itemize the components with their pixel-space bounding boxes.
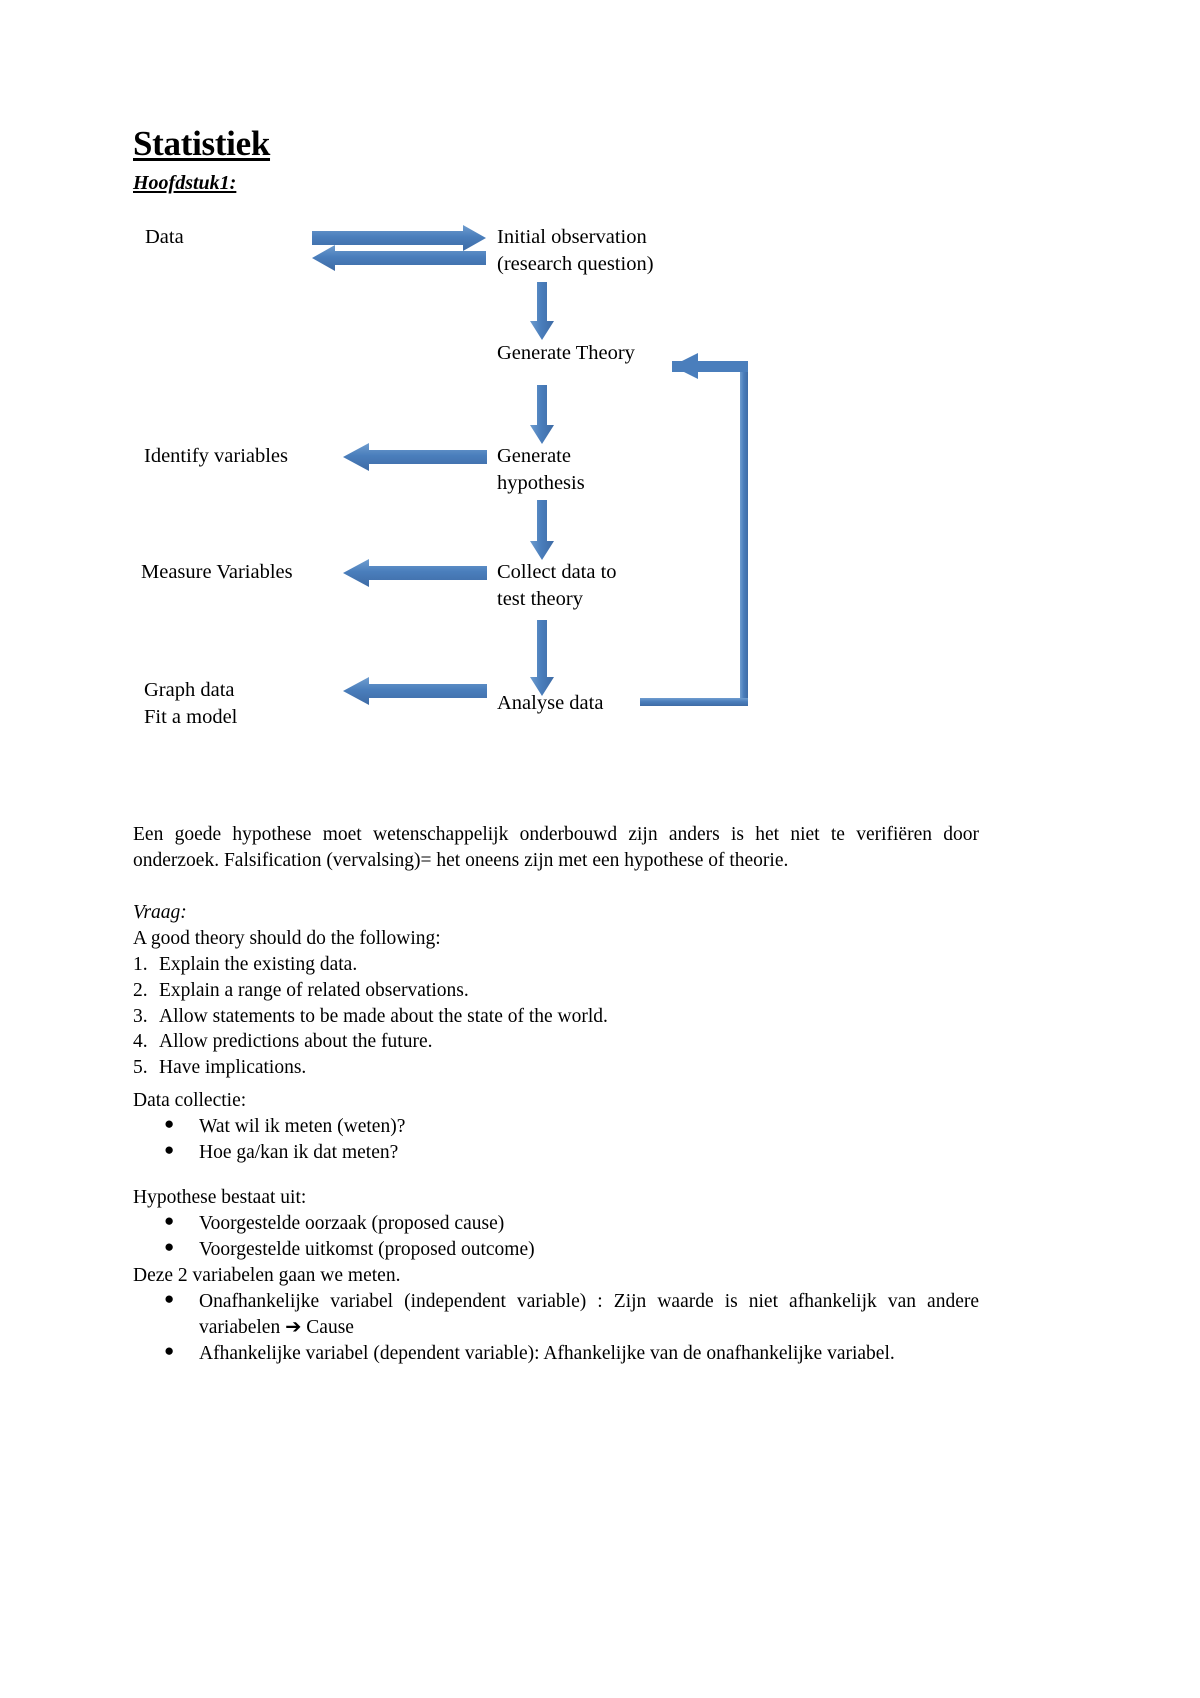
bullet-icon: ● [164,1113,175,1133]
list-item: ● Afhankelijke variabel (dependent variab… [133,1341,979,1367]
list-text: Hoe ga/kan ik dat meten? [199,1141,399,1163]
list-number: 5. [133,1057,148,1079]
list-item: ● Voorgestelde uitkomst (proposed outcome… [133,1237,979,1263]
arrow-collect-data-to-analyse-data [530,620,554,696]
data-collectie-label: Data collectie: [133,1090,247,1111]
list-text: Have implications. [159,1057,307,1079]
bullet-icon: ● [164,1236,175,1256]
flow-node-collect-data: Collect data to test theory [497,561,617,611]
data-collectie-section: Data collectie: ● Wat wil ik meten (weten… [133,1088,979,1166]
page-subtitle: Hoofdstuk1: [133,172,237,194]
list-text: Afhankelijke variabel (dependent variabl… [199,1342,895,1364]
list-item: ● Voorgestelde oorzaak (proposed cause) [133,1211,979,1237]
list-item: 1. Explain the existing data. [133,952,979,978]
intro-paragraph-block: Een goede hypothese moet wetenschappelij… [133,822,979,874]
list-item: 5. Have implications. [133,1055,979,1081]
arrow-generate-theory-to-generate-hypothesis [530,385,554,444]
list-number: 2. [133,979,148,1001]
data-collectie-list: ● Wat wil ik meten (weten)? ● Hoe ga/kan i… [133,1114,979,1166]
flow-node-measure-variables: Measure Variables [141,561,293,583]
list-text: Onafhankelijke variabel (independent var… [199,1290,979,1338]
arrow-collect-data-to-measure-variables [343,559,487,587]
arrow-analyse-data-to-graph-data [343,677,487,705]
list-text: Explain a range of related observations. [159,979,469,1001]
hypothese-section: Hypothese bestaat uit: ● Voorgestelde oor… [133,1185,979,1366]
arrow-data-to-initial-observation [312,225,486,251]
arrow-generate-hypothesis-to-collect-data [530,500,554,560]
vraag-label: Vraag: [133,902,187,923]
bullet-icon: ● [164,1139,175,1159]
arrow-generate-hypothesis-to-identify-variables [343,443,487,471]
list-item: 2. Explain a range of related observation… [133,978,979,1004]
bullet-icon: ● [164,1288,175,1308]
hypothese-list: ● Voorgestelde oorzaak (proposed cause) ●… [133,1211,979,1263]
vraag-section: Vraag: A good theory should do the follo… [133,900,979,1081]
theory-requirements-list: 1. Explain the existing data. 2. Explain a… [133,952,979,1081]
bullet-icon: ● [164,1210,175,1230]
list-text: Voorgestelde oorzaak (proposed cause) [199,1212,505,1234]
flow-node-generate-hypothesis: Generate hypothesis [497,445,585,495]
list-number: 4. [133,1031,148,1053]
hypothese-label: Hypothese bestaat uit: [133,1187,307,1208]
list-text: Explain the existing data. [159,953,358,975]
arrow-feedback-analyse-to-generate-theory [640,353,748,706]
variable-types-list: ● Onafhankelijke variabel (independent va… [133,1289,979,1367]
arrow-initial-observation-to-generate-theory [530,282,554,340]
arrow-initial-observation-to-data [312,245,486,271]
vraag-intro: A good theory should do the following: [133,927,441,949]
list-number: 1. [133,953,148,975]
list-item: ● Wat wil ik meten (weten)? [133,1114,979,1140]
list-number: 3. [133,1005,148,1027]
flow-node-identify-variables: Identify variables [144,445,289,467]
bullet-icon: ● [164,1340,175,1360]
list-item: ● Onafhankelijke variabel (independent va… [133,1289,979,1341]
list-text: Allow predictions about the future. [159,1031,433,1053]
flow-node-initial-observation: Initial observation (research question) [497,226,654,276]
deze-2-variabelen-line: Deze 2 variabelen gaan we meten. [133,1264,401,1286]
list-item: ● Hoe ga/kan ik dat meten? [133,1140,979,1166]
list-text: Wat wil ik meten (weten)? [199,1115,406,1137]
flow-node-analyse-data: Analyse data [497,692,604,714]
flow-node-data: Data [145,226,184,248]
list-text: Voorgestelde uitkomst (proposed outcome) [199,1238,535,1260]
intro-paragraph: Een goede hypothese moet wetenschappelij… [133,824,979,871]
flowchart-arrows [312,225,748,706]
flow-node-graph-data: Graph data Fit a model [144,679,238,729]
list-item: 4. Allow predictions about the future. [133,1029,979,1055]
research-process-flowchart: Data Initial observation (research quest… [0,200,1200,760]
flow-node-generate-theory: Generate Theory [497,342,635,364]
list-text: Allow statements to be made about the st… [159,1005,608,1027]
page-title: Statistiek [133,124,271,163]
list-item: 3. Allow statements to be made about the … [133,1004,979,1030]
